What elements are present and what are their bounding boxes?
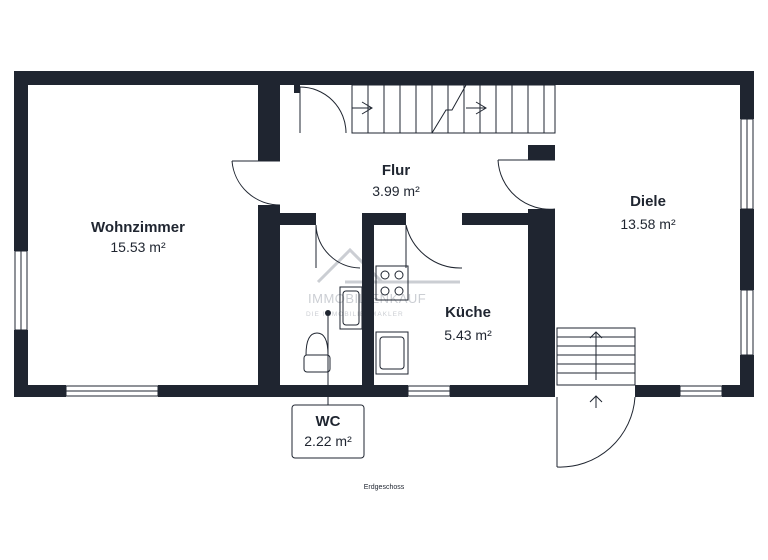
toilet-icon bbox=[303, 332, 331, 373]
room-area-wohnzimmer: 15.53 m² bbox=[110, 239, 166, 255]
windows bbox=[14, 118, 754, 397]
room-area-flur: 3.99 m² bbox=[372, 183, 420, 199]
staircase-top bbox=[351, 84, 556, 134]
room-name-flur: Flur bbox=[382, 162, 410, 179]
watermark: IMMOBILIENKAUF DIE IMMOBILIENMAKLER bbox=[306, 247, 460, 318]
room-area-diele: 13.58 m² bbox=[620, 216, 676, 232]
entrance-steps bbox=[556, 327, 636, 408]
door-wohnzimmer bbox=[231, 160, 281, 206]
room-name-diele: Diele bbox=[630, 193, 666, 210]
door-kueche bbox=[405, 224, 463, 269]
room-labels: Wohnzimmer 15.53 m² Flur 3.99 m² Diele 1… bbox=[91, 162, 676, 449]
door-entrance bbox=[556, 396, 636, 468]
doors bbox=[231, 86, 636, 468]
room-name-wohnzimmer: Wohnzimmer bbox=[91, 219, 185, 236]
door-diele bbox=[497, 159, 556, 210]
door-flur-top bbox=[299, 86, 347, 134]
stair-treads bbox=[367, 85, 545, 133]
room-area-kueche: 5.43 m² bbox=[444, 327, 492, 343]
entrance-arrow-icon bbox=[589, 395, 603, 403]
room-name-wc: WC bbox=[316, 413, 341, 430]
kitchen-sink-icon bbox=[375, 331, 409, 375]
stair-arrow-icon bbox=[475, 101, 487, 115]
wc-leader bbox=[291, 310, 365, 459]
room-name-kueche: Küche bbox=[445, 304, 491, 321]
wc-label-box bbox=[291, 404, 365, 459]
door-wc bbox=[315, 224, 361, 269]
room-area-wc: 2.22 m² bbox=[304, 433, 352, 449]
wc-sink-icon bbox=[339, 286, 363, 330]
stair-break-line bbox=[431, 84, 467, 134]
stove-icon bbox=[375, 265, 409, 301]
fixtures bbox=[303, 265, 409, 375]
watermark-subtitle: DIE IMMOBILIENMAKLER bbox=[306, 311, 404, 318]
up-arrow-icon bbox=[589, 331, 603, 339]
walls bbox=[14, 71, 754, 397]
floor-label: Erdgeschoss bbox=[364, 484, 405, 491]
